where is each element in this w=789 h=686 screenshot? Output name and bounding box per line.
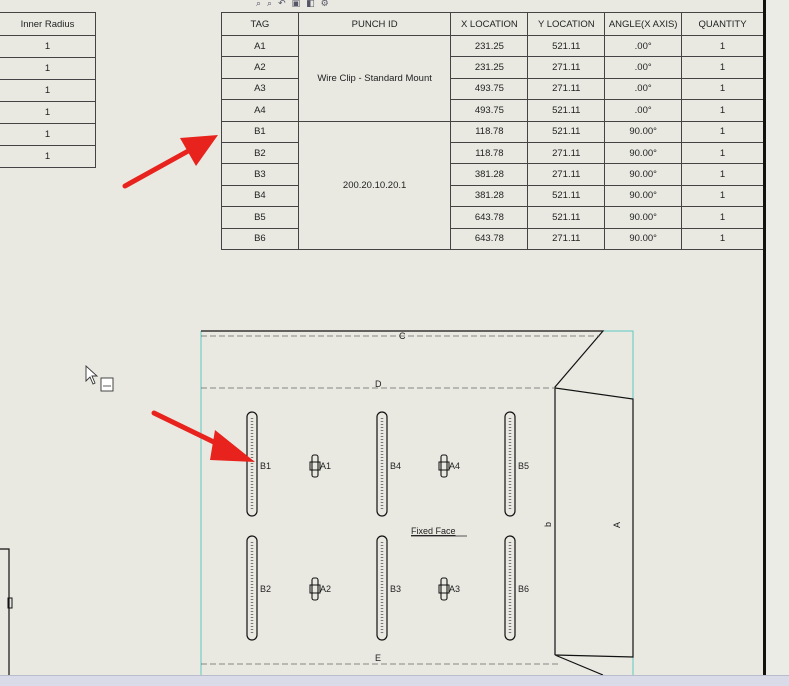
- col-tag: TAG: [221, 12, 299, 36]
- edge-label-a: A: [612, 522, 622, 528]
- punch-b4[interactable]: [376, 411, 388, 517]
- annotation-arrow-icon: [151, 410, 255, 462]
- edge-label-c: C: [399, 331, 406, 341]
- radius-cell: 1: [0, 145, 96, 168]
- inner-radius-table[interactable]: Inner Radius 1 1 1 1 1 1: [0, 12, 96, 168]
- table-row[interactable]: B4 381.28 521.11 90.00° 1: [221, 184, 764, 208]
- sheet-margin: [766, 0, 789, 675]
- edge-label-b: b: [543, 522, 553, 527]
- display-style-icon[interactable]: ◧: [306, 0, 315, 9]
- punch-a3[interactable]: [438, 577, 450, 601]
- table-header-row: TAG PUNCH ID X LOCATION Y LOCATION ANGLE…: [221, 12, 764, 36]
- tag-cell: B6: [221, 227, 299, 250]
- col-y-location: Y LOCATION: [527, 12, 606, 36]
- adjacent-view-tab: [7, 597, 13, 609]
- col-angle: ANGLE(X AXIS): [604, 12, 683, 36]
- punch-b2[interactable]: [246, 535, 258, 641]
- punch-label-a1: A1: [320, 461, 331, 471]
- col-punch-id: PUNCH ID: [297, 12, 452, 36]
- punch-label-a2: A2: [320, 584, 331, 594]
- table-row[interactable]: A1 Wire Clip - Standard Mount 231.25 521…: [221, 34, 764, 122]
- punch-label-b5: B5: [518, 461, 529, 471]
- punch-label-b2: B2: [260, 584, 271, 594]
- mouse-cursor-icon: [85, 364, 114, 392]
- y-cell: 521.11: [527, 120, 606, 143]
- sheet-border: [763, 0, 766, 675]
- qty-cell: 1: [681, 227, 764, 250]
- part-outline: [201, 330, 634, 675]
- zoom-area-icon[interactable]: ⌕: [267, 0, 273, 9]
- punch-label-b3: B3: [390, 584, 401, 594]
- punch-b1[interactable]: [246, 411, 258, 517]
- view-bounding-box: [201, 330, 634, 675]
- view-settings-icon[interactable]: ⚙: [320, 0, 329, 9]
- radius-header: Inner Radius: [0, 12, 96, 36]
- previous-view-icon[interactable]: ↶: [278, 0, 286, 9]
- punch-b6[interactable]: [504, 535, 516, 641]
- edge-label-d: D: [375, 379, 382, 389]
- annotation-arrow-icon: [122, 135, 218, 189]
- zoom-fit-icon[interactable]: ⌕: [256, 0, 262, 9]
- view-toolbar[interactable]: ⌕ ⌕ ↶ ▣ ◧ ⚙: [256, 0, 416, 9]
- table-row[interactable]: B1 200.20.10.20.1 118.78 521.11 90.00° 1: [221, 120, 764, 250]
- punch-b5[interactable]: [504, 411, 516, 517]
- punch-a2[interactable]: [309, 577, 321, 601]
- col-x-location: X LOCATION: [450, 12, 529, 36]
- adjacent-view-edge: [0, 548, 10, 675]
- punch-label-a4: A4: [449, 461, 460, 471]
- punch-a4[interactable]: [438, 454, 450, 478]
- punch-label-a3: A3: [449, 584, 460, 594]
- section-view-icon[interactable]: ▣: [291, 0, 301, 9]
- fixed-face-label: Fixed Face: [411, 526, 456, 536]
- punch-b3[interactable]: [376, 535, 388, 641]
- edge-label-e: E: [375, 653, 381, 663]
- punch-a1[interactable]: [309, 454, 321, 478]
- punch-id-cell: Wire Clip - Standard Mount: [297, 35, 452, 122]
- punch-label-b1: B1: [260, 461, 271, 471]
- status-bar: [0, 675, 789, 686]
- punch-label-b6: B6: [518, 584, 529, 594]
- table-row[interactable]: A3 493.75 271.11 .00° 1: [221, 77, 764, 101]
- punch-label-b4: B4: [390, 461, 401, 471]
- punch-id-cell: 200.20.10.20.1: [297, 120, 452, 250]
- table-row[interactable]: B6 643.78 271.11 90.00° 1: [221, 227, 764, 250]
- y-cell: 271.11: [527, 227, 606, 250]
